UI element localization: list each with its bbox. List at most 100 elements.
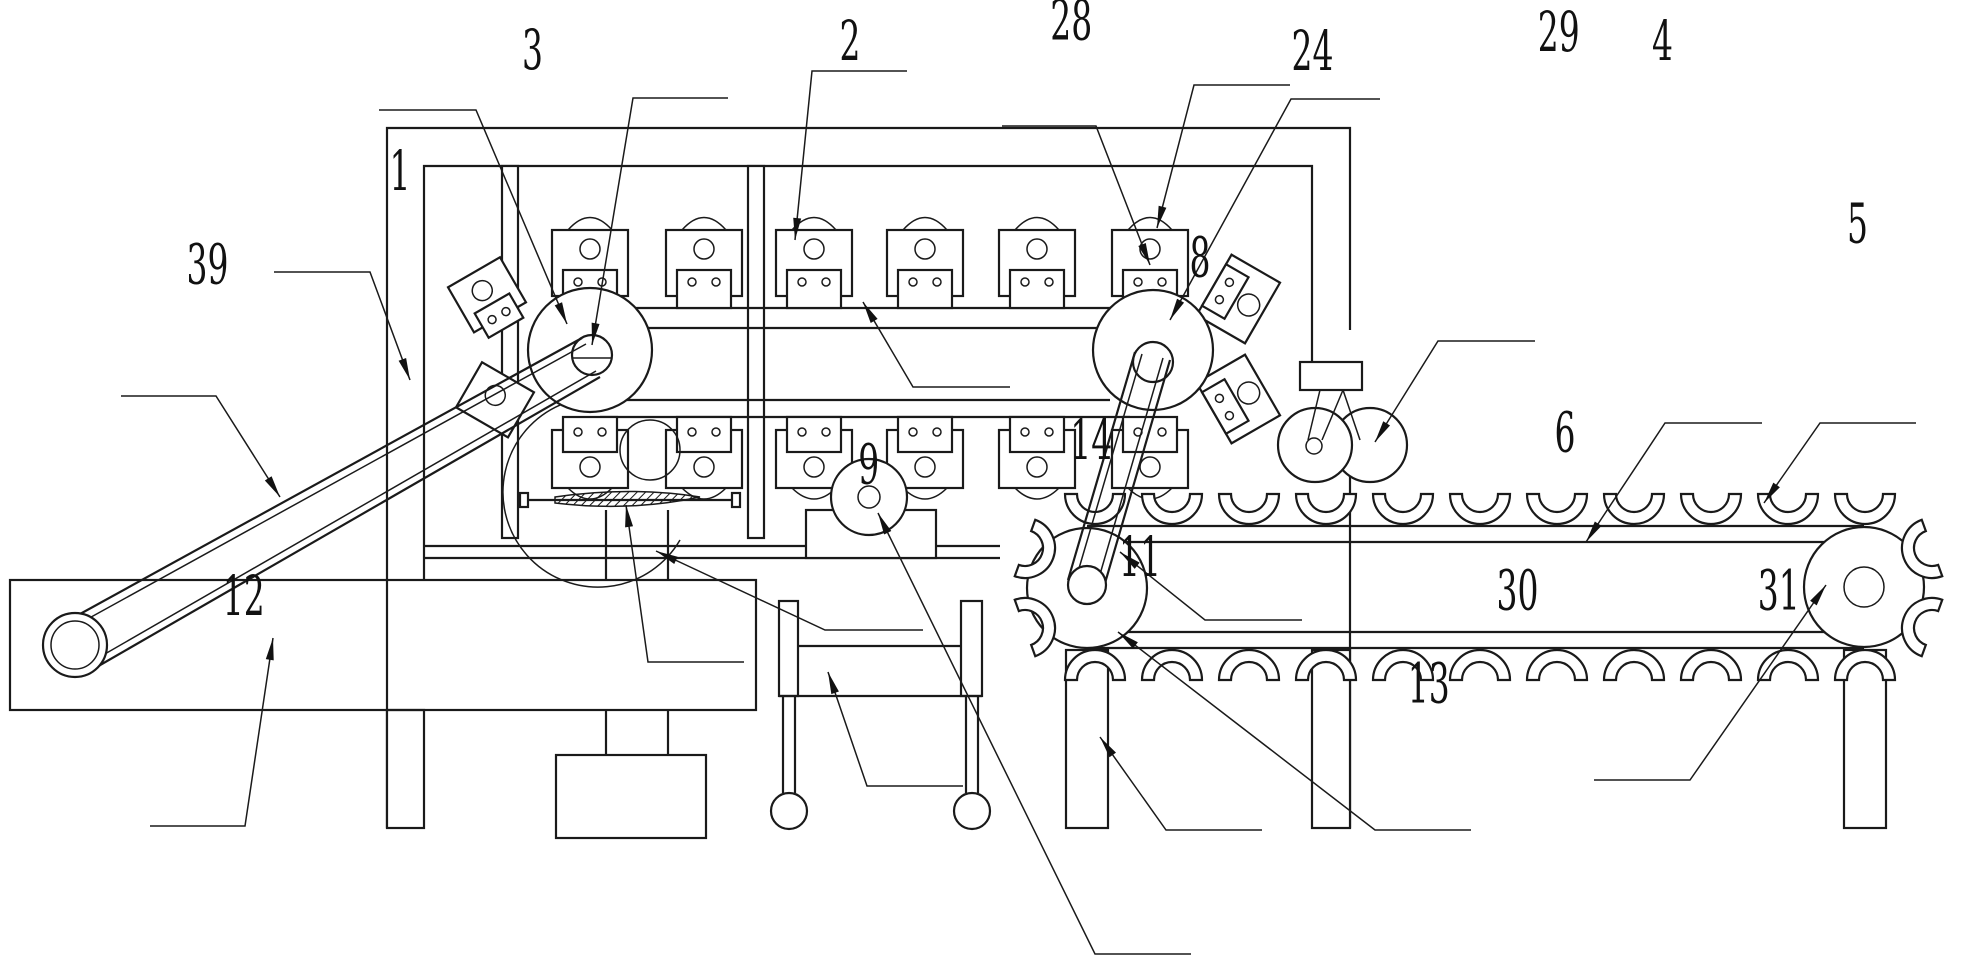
cup [1756,492,1820,526]
reference-numeral: 2 [840,9,861,73]
reference-numeral: 12 [223,564,265,628]
cup [1900,596,1944,658]
leader-line [1156,84,1290,229]
pressing-roller [1276,360,1409,484]
frame-leg-left [385,708,426,830]
callout-11: 11 [827,525,1161,787]
leader-line [121,395,281,498]
leader-line [625,504,744,663]
reference-numeral: 1 [390,139,411,203]
arrowhead [793,217,802,240]
leader-line [379,109,568,325]
cup [1013,596,1057,658]
holder [664,216,744,310]
arrowhead [625,505,634,528]
leader-line [1099,736,1262,831]
arrowhead [656,551,678,564]
motor-box [554,753,708,840]
reference-numeral: 6 [1555,401,1576,465]
holder [550,415,630,500]
callout-13: 13 [877,512,1450,955]
leader-line [1374,340,1535,443]
holder [885,415,965,500]
arrowhead [1170,298,1185,320]
cups-side [1013,518,1944,658]
reference-numeral: 11 [1119,525,1161,589]
leader-line [1594,584,1827,781]
cup [1602,648,1666,682]
reference-numeral: 31 [1758,559,1800,623]
leader-line [1763,422,1916,504]
leader-line [1169,98,1380,321]
callout-30: 30 [1099,559,1539,831]
left-sprocket [502,286,681,588]
arrowhead [1157,205,1167,228]
leader-line [150,637,274,827]
transmission-belt [1066,351,1172,606]
arrowhead [1375,421,1391,442]
leader-line [1117,631,1471,831]
base-table [8,578,758,840]
reference-numeral: 9 [858,433,879,497]
cup [1756,648,1820,682]
arrowhead [1120,552,1140,569]
arrowhead [1100,737,1116,758]
callout-31: 31 [1117,559,1800,831]
frame-divider-middle [746,164,766,540]
callout-24: 24 [1002,19,1333,266]
gear-assembly [804,457,938,560]
cups-top [1063,492,1897,526]
arrowhead [1764,482,1780,503]
cutter [518,419,742,580]
cup [1371,648,1435,682]
cup [1679,648,1743,682]
callout-9: 9 [625,433,879,663]
cup [1013,518,1057,580]
conveyor-idler-sprocket [1802,525,1926,649]
cup [1217,648,1281,682]
arrowhead [265,638,274,661]
wheel-left [769,791,809,831]
cups-bottom [1063,648,1897,682]
callout-29: 29 [1156,0,1580,229]
leader-line [794,70,907,241]
frame [385,126,1352,830]
leader-line [862,301,1010,388]
callout-34: 34 [1763,422,1916,504]
cup [1140,648,1204,682]
cup [1900,518,1944,580]
arrowhead [1810,585,1826,606]
reference-numeral: 8 [1190,226,1211,290]
arrowhead [1586,521,1602,542]
callout-6: 6 [1119,401,1576,621]
arrowhead [591,322,600,345]
callout-33: 33 [1585,422,1762,543]
callout-12: 12 [150,564,274,827]
reference-numeral: 29 [1538,0,1580,64]
callout-32: 32 [1594,584,1827,781]
inclined-belt [59,337,601,669]
reference-numeral: 30 [1497,559,1539,623]
conveyor [1013,492,1944,830]
cup [1525,492,1589,526]
leader-line [1119,551,1302,621]
upper-holders [550,216,1190,310]
callout-3: 3 [379,18,568,325]
arrowhead [1118,632,1138,649]
reference-numeral: 3 [522,18,543,82]
conveyor-leg [1842,648,1888,830]
right-sprocket [1091,288,1215,412]
cup [1140,492,1204,526]
cup [1294,492,1358,526]
reference-numeral: 39 [187,233,229,297]
arrowhead [1138,243,1150,265]
cup [1294,648,1358,682]
callout-1: 1 [274,139,411,381]
arrowhead [828,672,839,695]
leader-line [877,512,1191,955]
callout-8: 8 [862,226,1211,388]
holder [774,415,854,500]
callout-4: 4 [1169,9,1673,321]
